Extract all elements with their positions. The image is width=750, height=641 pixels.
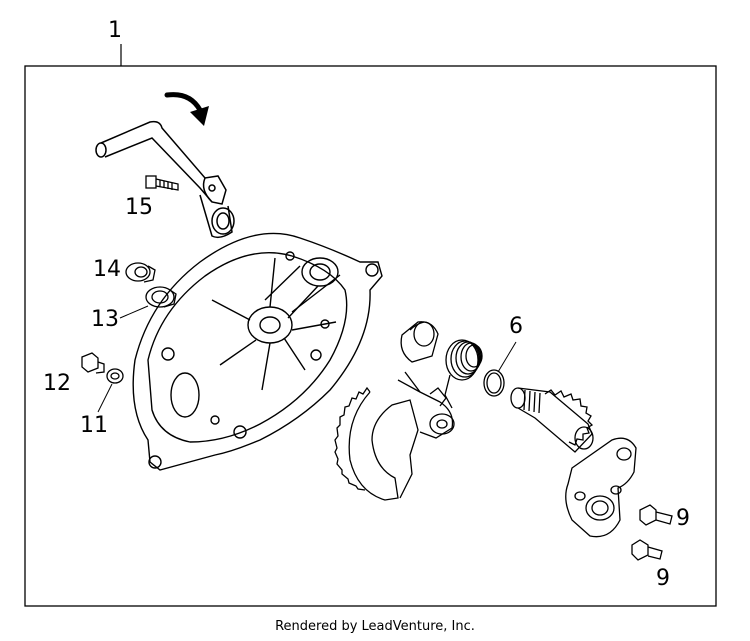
kick-spring — [444, 339, 483, 409]
crankcase-cover — [132, 232, 383, 471]
callout-12: 12 — [43, 371, 71, 396]
bushing — [400, 321, 439, 363]
sector-gear — [334, 371, 455, 501]
kick-shaft — [510, 387, 594, 453]
rotation-arrow-icon — [164, 92, 209, 126]
callout-9-lower: 9 — [656, 566, 670, 591]
callout-11: 11 — [80, 413, 108, 438]
drain-plug-12 — [81, 352, 105, 374]
callout-6: 6 — [509, 314, 523, 339]
washer-11 — [106, 368, 124, 384]
kick-lever — [95, 120, 235, 239]
seal-13 — [145, 286, 177, 308]
guide-plate — [565, 437, 637, 538]
cap-14 — [125, 262, 156, 283]
leader-line-6 — [497, 341, 517, 373]
callout-14: 14 — [93, 257, 121, 282]
bolt-9-lower — [631, 539, 663, 561]
o-ring-6 — [483, 369, 505, 397]
callout-9-upper: 9 — [676, 506, 690, 531]
diagram-border — [24, 65, 717, 607]
callout-1: 1 — [108, 18, 122, 43]
callout-15: 15 — [125, 195, 153, 220]
footer-credit: Rendered by LeadVenture, Inc. — [275, 619, 475, 634]
bolt-9-upper — [639, 504, 673, 526]
bolt-15 — [145, 175, 179, 191]
callout-13: 13 — [91, 307, 119, 332]
leader-line-11 — [97, 383, 113, 413]
leader-line-13 — [119, 305, 149, 319]
